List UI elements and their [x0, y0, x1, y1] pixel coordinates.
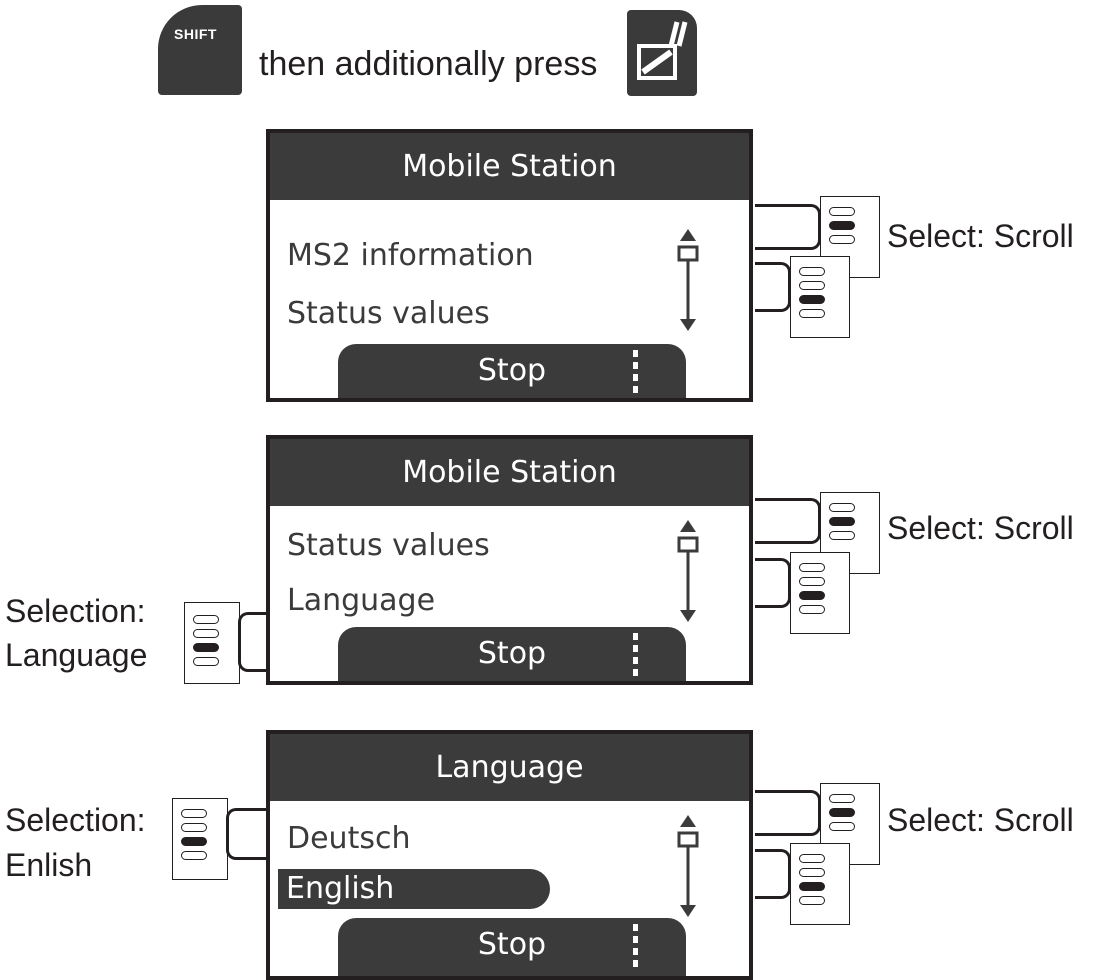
knob-bracket [755, 204, 821, 250]
menu-item-selected[interactable]: English [278, 869, 550, 909]
selection-label-line2: Language [5, 637, 148, 673]
dots-divider [633, 924, 638, 970]
knob-card-down [790, 843, 850, 925]
stop-button-label: Stop [477, 353, 547, 388]
dots-divider [633, 633, 638, 679]
menu-item[interactable]: Deutsch [287, 821, 411, 856]
stop-button[interactable]: Stop [338, 627, 686, 681]
dots-divider [633, 350, 638, 396]
select-scroll-label: Select: Scroll [887, 802, 1074, 838]
knob-bracket [755, 262, 791, 312]
lcd-screen-1: Mobile Station MS2 information Status va… [266, 129, 753, 402]
selection-label-line1: Selection: [5, 593, 146, 629]
menu-item[interactable]: Language [287, 583, 436, 618]
knob-bracket [755, 498, 821, 544]
screen-title: Mobile Station [270, 439, 749, 506]
knob-bracket [755, 558, 791, 608]
screen-title: Mobile Station [270, 133, 749, 200]
selection-label-line2: Enlish [5, 847, 93, 883]
knob-card-down [790, 552, 850, 634]
settings-key[interactable] [627, 10, 697, 96]
menu-item[interactable]: Status values [287, 296, 490, 331]
knob-card-press [184, 602, 240, 684]
scrollbar-icon[interactable] [673, 811, 703, 921]
knob-bracket [755, 849, 791, 899]
screen-title: Language [270, 734, 749, 801]
select-scroll-label: Select: Scroll [887, 510, 1074, 546]
knob-card-down [790, 256, 850, 338]
lcd-screen-3: Language Deutsch English Stop [266, 730, 753, 980]
wrench-track-icon [637, 21, 688, 80]
lcd-screen-2: Mobile Station Status values Language St… [266, 435, 753, 685]
scrollbar-icon[interactable] [673, 225, 703, 335]
stop-button-label: Stop [477, 636, 547, 671]
instruction-text: then additionally press [259, 45, 598, 83]
select-scroll-label: Select: Scroll [887, 218, 1074, 254]
knob-bracket [226, 808, 270, 860]
stop-button[interactable]: Stop [338, 918, 686, 976]
scrollbar-icon[interactable] [673, 516, 703, 626]
stop-button[interactable]: Stop [338, 344, 686, 398]
knob-bracket [755, 790, 821, 836]
knob-bracket [238, 612, 270, 672]
selection-label-line1: Selection: [5, 802, 146, 838]
knob-card-press [172, 798, 228, 880]
menu-item[interactable]: MS2 information [287, 238, 534, 273]
shift-key-label: SHIFT [174, 26, 217, 42]
stop-button-label: Stop [477, 927, 547, 962]
menu-item[interactable]: Status values [287, 528, 490, 563]
shift-key[interactable]: SHIFT [158, 5, 242, 95]
